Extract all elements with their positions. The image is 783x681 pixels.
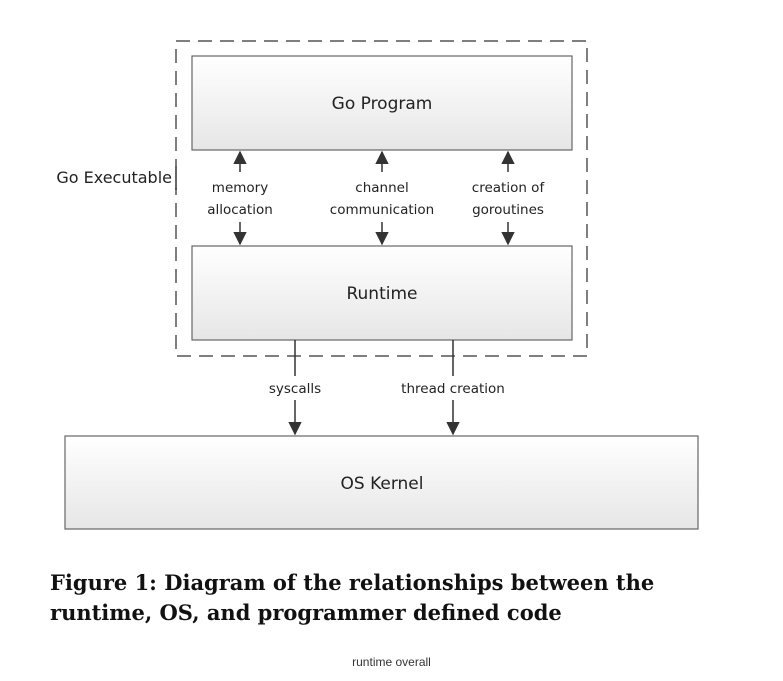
edge-channel-communication: channel communication	[330, 150, 434, 246]
runtime-node: Runtime	[191, 245, 573, 341]
edge-thread-creation: thread creation	[401, 340, 505, 436]
edge-label-line1: channel	[355, 180, 408, 196]
go-program-node: Go Program	[191, 55, 573, 151]
runtime-title: Runtime	[346, 284, 417, 304]
image-label: runtime overall	[352, 655, 431, 669]
edge-label-line2: goroutines	[472, 202, 544, 218]
figure-caption: Figure 1: Diagram of the relationships b…	[50, 568, 750, 628]
edge-memory-allocation: memory allocation	[207, 150, 273, 246]
edge-creation-of-goroutines: creation of goroutines	[472, 150, 546, 246]
edge-label: thread creation	[401, 381, 505, 397]
edge-label-line2: communication	[330, 202, 434, 218]
go-executable-boundary	[175, 40, 588, 357]
go-executable-label: Go Executable	[56, 168, 172, 187]
edge-syscalls: syscalls	[269, 340, 321, 436]
caption-line-2: runtime, OS, and programmer defined code	[50, 600, 562, 625]
edge-label-line2: allocation	[207, 202, 273, 218]
caption-line-1: Figure 1: Diagram of the relationships b…	[50, 570, 655, 595]
go-program-title: Go Program	[332, 94, 433, 114]
os-kernel-node: OS Kernel	[64, 435, 699, 530]
go-runtime-diagram: Go Executable Go Program Runtime OS Kern…	[56, 40, 699, 530]
edge-label-line1: creation of	[472, 180, 546, 196]
edge-label: syscalls	[269, 381, 321, 397]
os-kernel-title: OS Kernel	[341, 474, 424, 494]
edge-label-line1: memory	[212, 180, 268, 196]
